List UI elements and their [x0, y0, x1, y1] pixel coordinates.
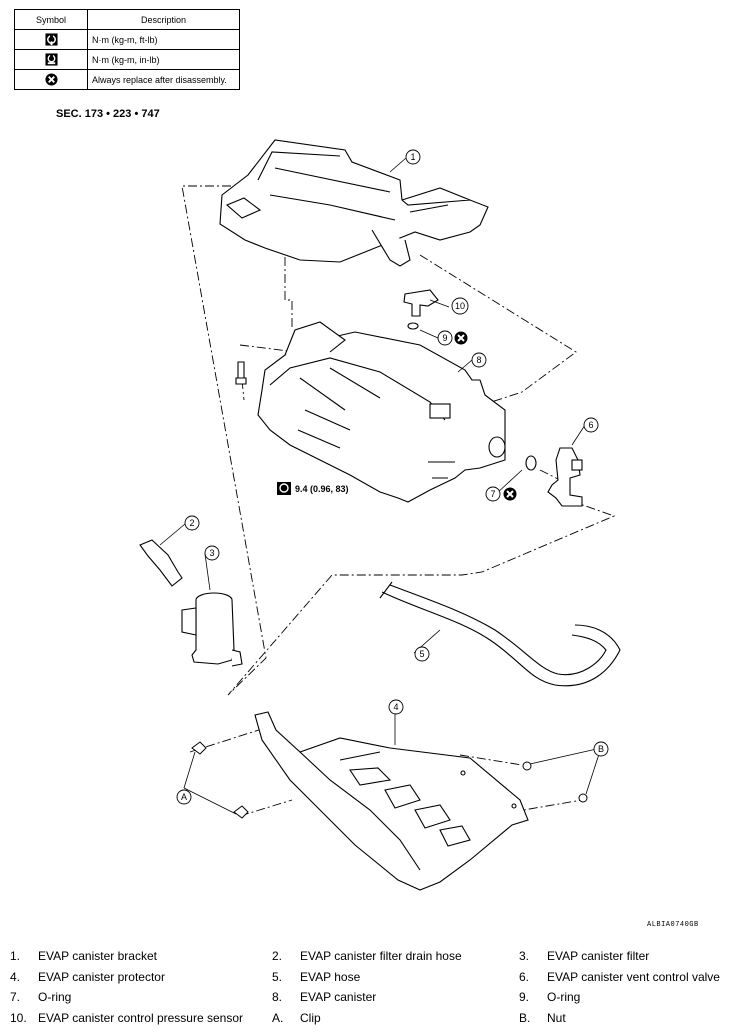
callout-1: 1 — [410, 152, 415, 162]
legend-item: 8.EVAP canister — [272, 990, 377, 1004]
callout-circles — [176, 149, 609, 805]
callout-6: 6 — [588, 420, 593, 430]
torque-callout: 9.4 (0.96, 83) — [277, 482, 349, 495]
parts-legend: 1.EVAP canister bracket 2.EVAP canister … — [0, 949, 743, 1031]
legend-row: 4.EVAP canister protector 5.EVAP hose 6.… — [0, 970, 743, 991]
legend-item: 10.EVAP canister control pressure sensor — [10, 1010, 243, 1025]
evap-canister — [257, 321, 506, 503]
callout-3: 3 — [209, 548, 214, 558]
o-ring-7 — [525, 455, 537, 471]
bolt — [235, 361, 247, 385]
section-reference: SEC. 173 • 223 • 747 — [56, 108, 160, 120]
callout-4: 4 — [393, 702, 398, 712]
symbol-description: Always replace after disassembly. — [87, 69, 240, 90]
legend-row: 10.EVAP canister control pressure sensor… — [0, 1011, 743, 1032]
always-replace-icon — [44, 73, 58, 86]
legend-item: 7.O-ring — [10, 990, 72, 1004]
callout-7: 7 — [490, 489, 495, 499]
torque-inlb-icon — [44, 53, 58, 66]
clips-and-nuts — [191, 741, 588, 819]
callout-9: 9 — [442, 333, 447, 343]
evap-canister-protector — [254, 711, 529, 891]
evap-canister-bracket — [219, 139, 489, 267]
symbol-header: Symbol — [14, 9, 88, 30]
evap-canister-control-pressure-sensor — [403, 289, 439, 330]
torque-ftlb-icon — [44, 33, 58, 46]
torque-value: 9.4 (0.96, 83) — [295, 484, 349, 494]
legend-item: B.Nut — [519, 1010, 566, 1025]
symbol-description: N·m (kg-m, ft-lb) — [87, 29, 240, 50]
evap-canister-filter-drain-hose — [139, 539, 183, 587]
symbol-table: Symbol Description N·m (kg-m, ft-lb) N·m… — [14, 9, 240, 90]
legend-item: 9.O-ring — [519, 990, 581, 1004]
legend-row: 7.O-ring 8.EVAP canister 9.O-ring — [0, 990, 743, 1011]
callout-10: 10 — [455, 301, 465, 311]
callout-2: 2 — [189, 518, 194, 528]
callout-labels: 1 2 3 4 5 6 7 8 9 10 A B — [181, 152, 604, 802]
symbol-row: N·m (kg-m, in-lb) — [14, 49, 240, 70]
callout-8: 8 — [476, 355, 481, 365]
callout-A: A — [181, 792, 187, 802]
symbol-row: N·m (kg-m, ft-lb) — [14, 29, 240, 50]
legend-item: 6.EVAP canister vent control valve — [519, 969, 720, 984]
exploded-parts-diagram: 9.4 (0.96, 83) 1 2 3 4 5 6 7 8 9 10 A B — [139, 139, 621, 891]
callout-B: B — [598, 744, 604, 754]
symbol-description: N·m (kg-m, in-lb) — [87, 49, 240, 70]
evap-hose — [379, 581, 621, 687]
always-replace-icon — [454, 331, 468, 345]
symbol-table-header: Symbol Description — [14, 9, 240, 30]
always-replace-icon — [503, 487, 517, 501]
legend-item: 1.EVAP canister bracket — [10, 949, 157, 963]
assembly-lines — [181, 185, 616, 817]
legend-item: 2.EVAP canister filter drain hose — [272, 949, 462, 963]
legend-item: 3.EVAP canister filter — [519, 949, 650, 963]
description-header: Description — [87, 9, 240, 30]
drawing-code: ALBIA0740GB — [647, 921, 699, 929]
legend-item: 5.EVAP hose — [272, 969, 361, 984]
legend-item: A.Clip — [272, 1010, 321, 1025]
legend-item: 4.EVAP canister protector — [10, 969, 165, 984]
symbol-row: Always replace after disassembly. — [14, 69, 240, 90]
evap-canister-filter — [181, 592, 243, 667]
legend-row: 1.EVAP canister bracket 2.EVAP canister … — [0, 949, 743, 970]
callout-5: 5 — [419, 649, 424, 659]
evap-canister-vent-control-valve — [547, 447, 583, 507]
